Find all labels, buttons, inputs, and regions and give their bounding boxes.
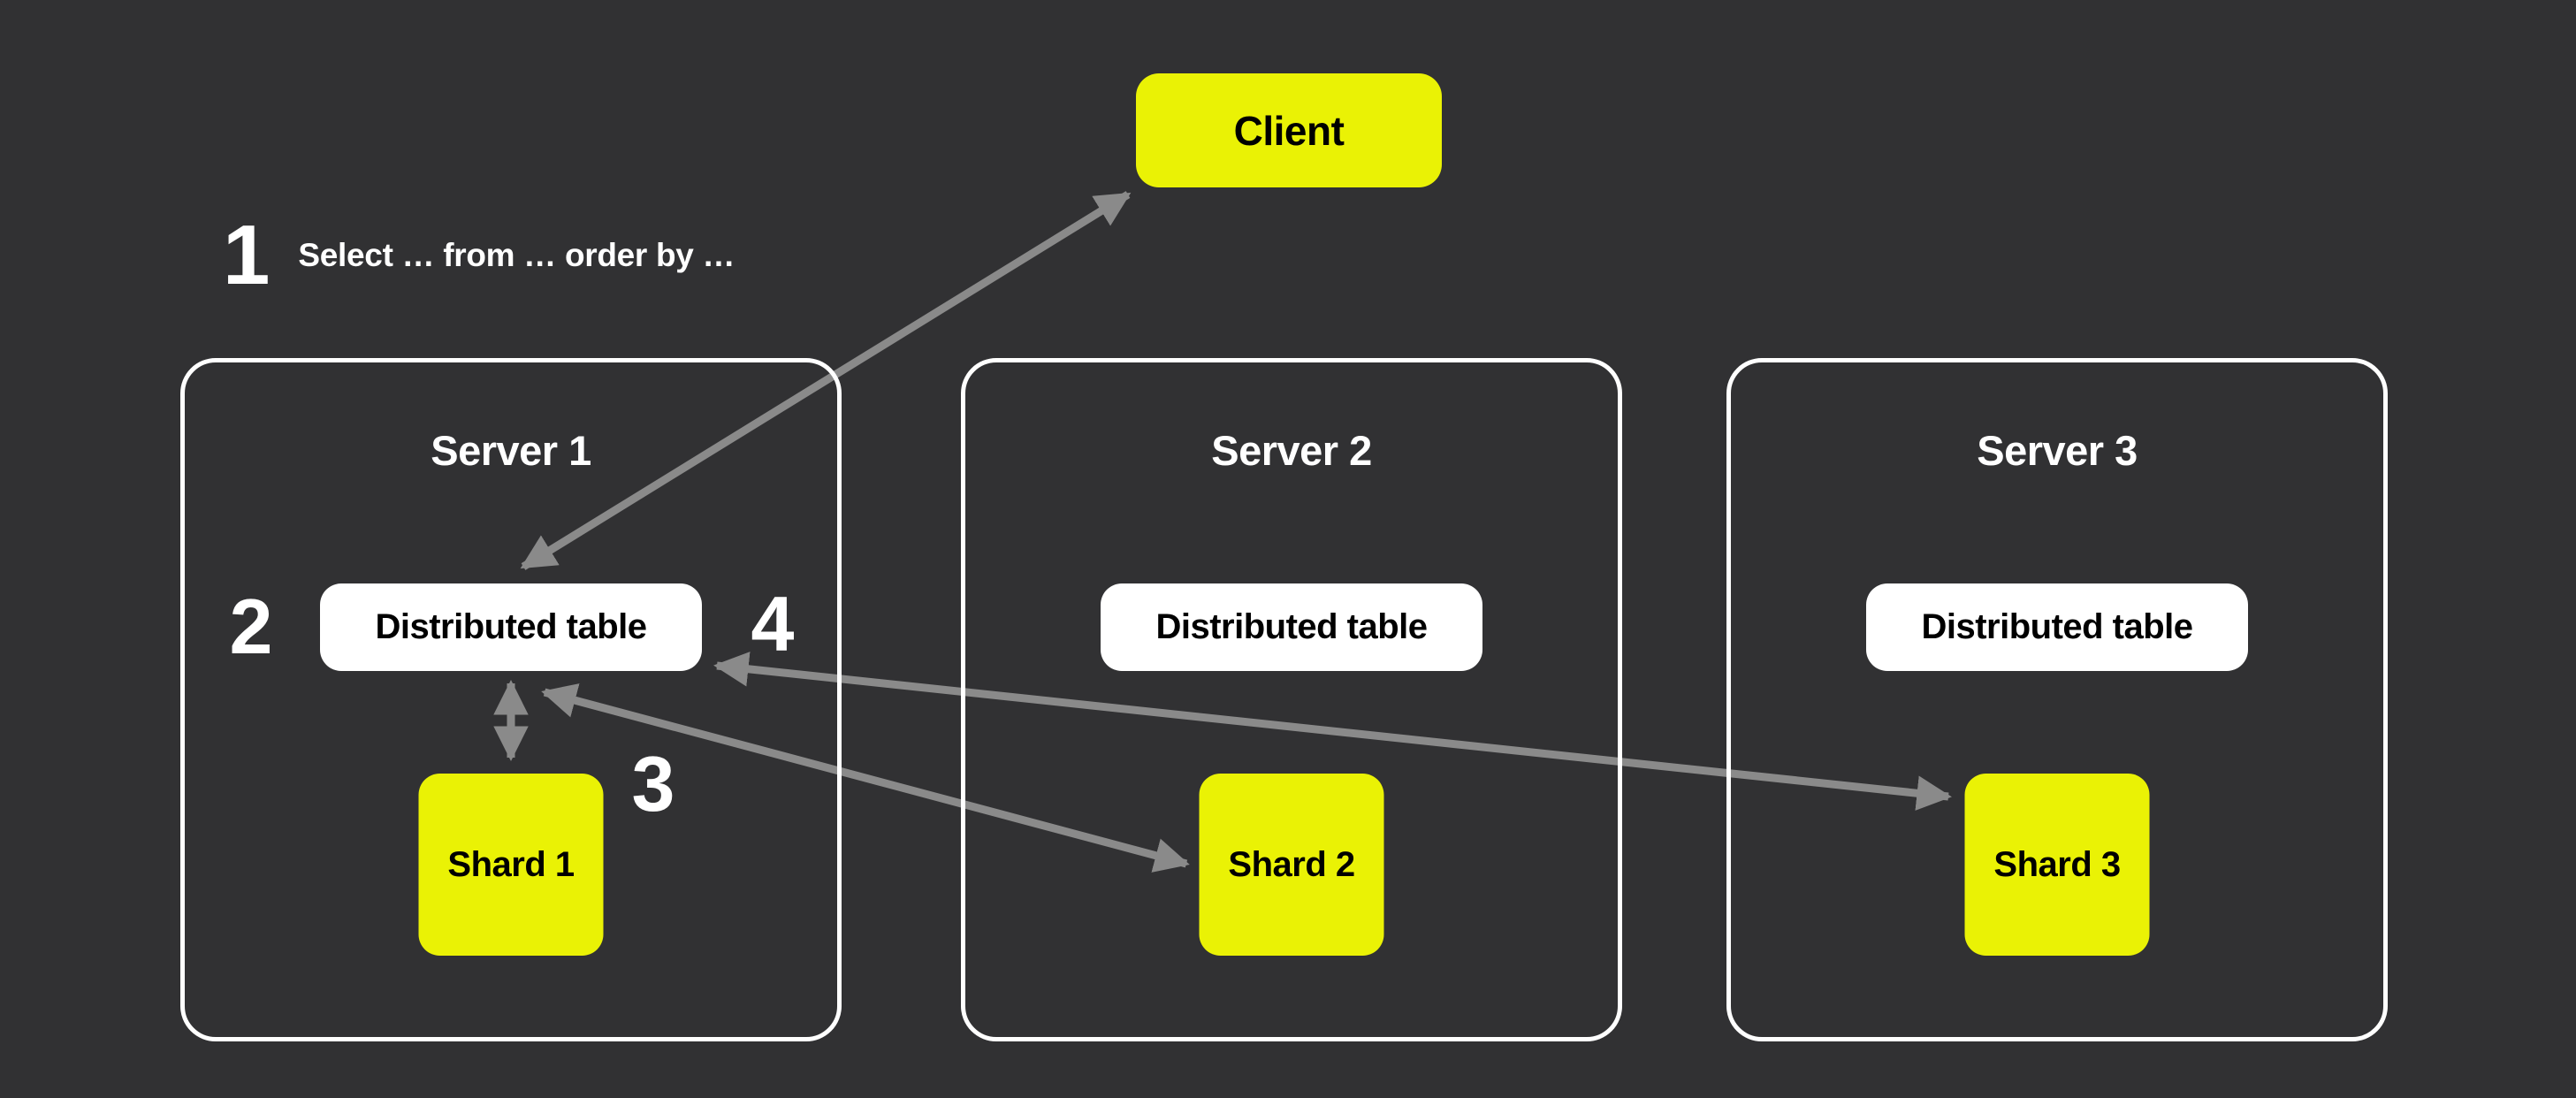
step-3-number: 3 [631,740,675,827]
step-4-number: 4 [751,580,795,667]
step-2-number: 2 [229,583,273,670]
server-2-distributed-table: Distributed table [1101,583,1482,671]
server-1-distributed-table-label: Distributed table [375,607,647,646]
server-3-shard: Shard 3 [1964,774,2150,956]
client-box: Client [1136,73,1442,187]
server-1-name: Server 1 [431,427,591,474]
server-3-box: Server 3 Distributed table Shard 3 [1726,358,2388,1041]
client-label: Client [1233,107,1345,154]
server-3-name: Server 3 [1977,427,2138,474]
server-3-distributed-table: Distributed table [1866,583,2248,671]
step-1-query-text: Select … from … order by … [298,237,735,273]
server-1-box: Server 1 Distributed table Shard 1 [180,358,842,1041]
server-3-shard-label: Shard 3 [1993,844,2121,884]
server-2-shard: Shard 2 [1199,774,1384,956]
server-2-name: Server 2 [1211,427,1372,474]
server-1-distributed-table: Distributed table [320,583,702,671]
server-2-shard-label: Shard 2 [1228,844,1355,884]
server-2-distributed-table-label: Distributed table [1155,607,1428,646]
step-1-number: 1 [223,208,271,302]
server-2-box: Server 2 Distributed table Shard 2 [961,358,1622,1041]
server-3-distributed-table-label: Distributed table [1921,607,2193,646]
server-1-shard: Shard 1 [418,774,604,956]
server-1-shard-label: Shard 1 [447,844,575,884]
step-1-annotation: 1 Select … from … order by … [223,208,735,302]
